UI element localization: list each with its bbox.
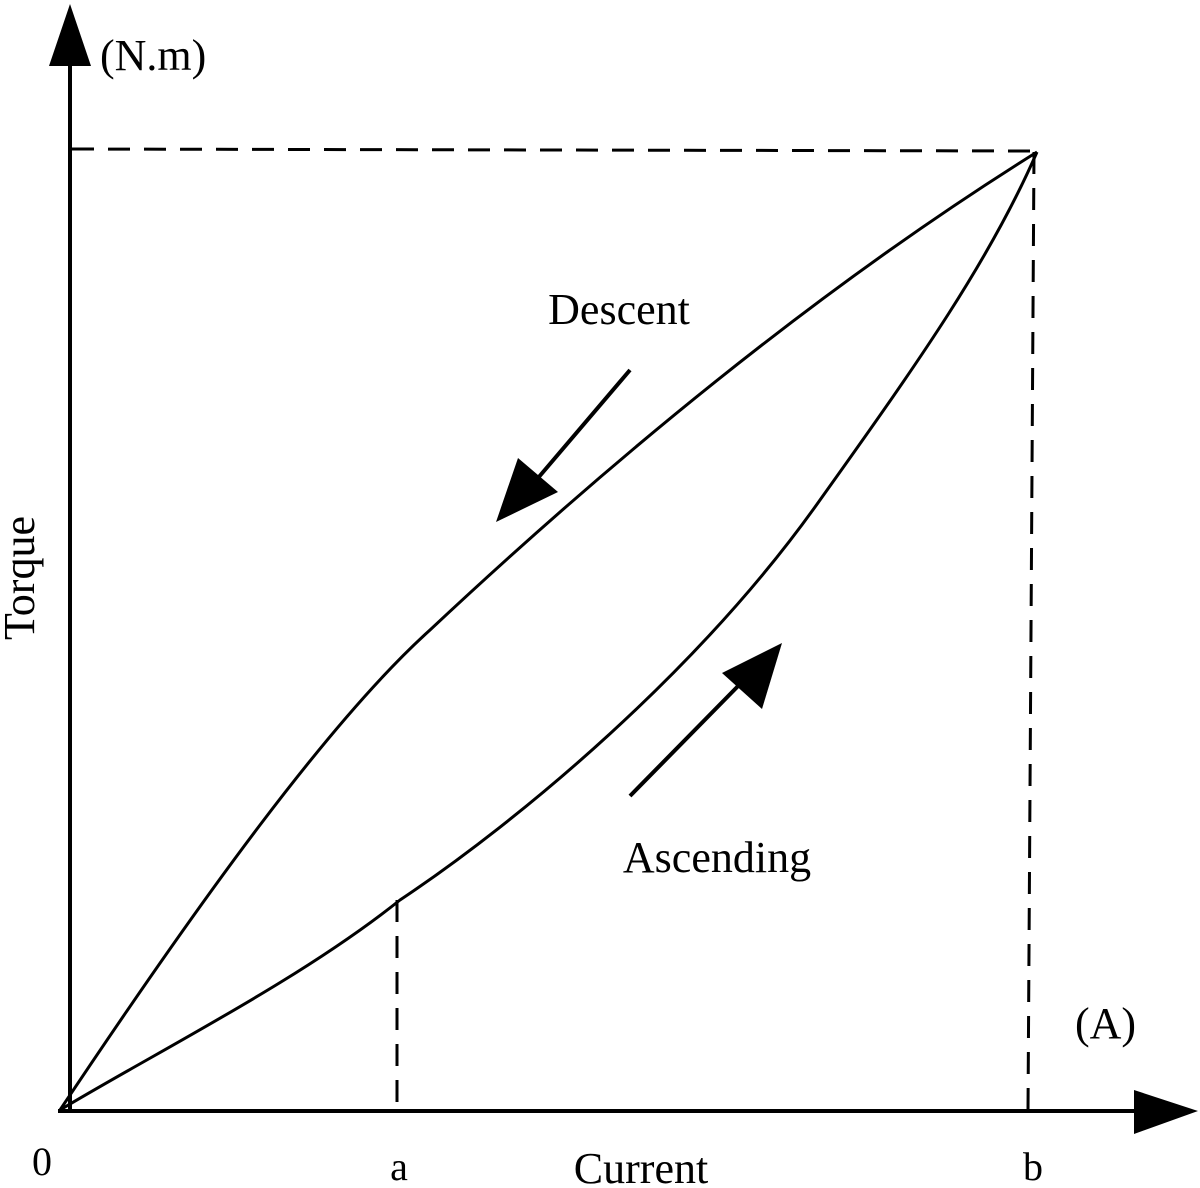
y-axis-arrowhead <box>49 4 91 66</box>
a-tick-label: a <box>390 1144 408 1188</box>
descent-arrow-shaft <box>536 368 632 480</box>
ascending-label: Ascending <box>623 833 811 882</box>
ascending-curve <box>59 151 1039 1112</box>
ascending-arrow-shaft <box>628 678 746 798</box>
peak-torque-dashed-line <box>71 147 1037 153</box>
b-dashed-line <box>1026 151 1036 1111</box>
x-axis-arrowhead <box>1134 1090 1198 1134</box>
y-axis-unit: (N.m) <box>100 31 206 80</box>
descent-curve <box>58 150 1038 1111</box>
ascending-arrowhead <box>722 643 782 709</box>
x-axis-unit: (A) <box>1075 999 1136 1048</box>
origin-tick-label: 0 <box>32 1139 52 1184</box>
b-tick-label: b <box>1023 1144 1043 1188</box>
x-axis-label: Current <box>574 1144 708 1188</box>
descent-arrowhead <box>496 458 558 522</box>
y-axis-label: Torque <box>0 516 44 640</box>
descent-label: Descent <box>548 285 690 334</box>
